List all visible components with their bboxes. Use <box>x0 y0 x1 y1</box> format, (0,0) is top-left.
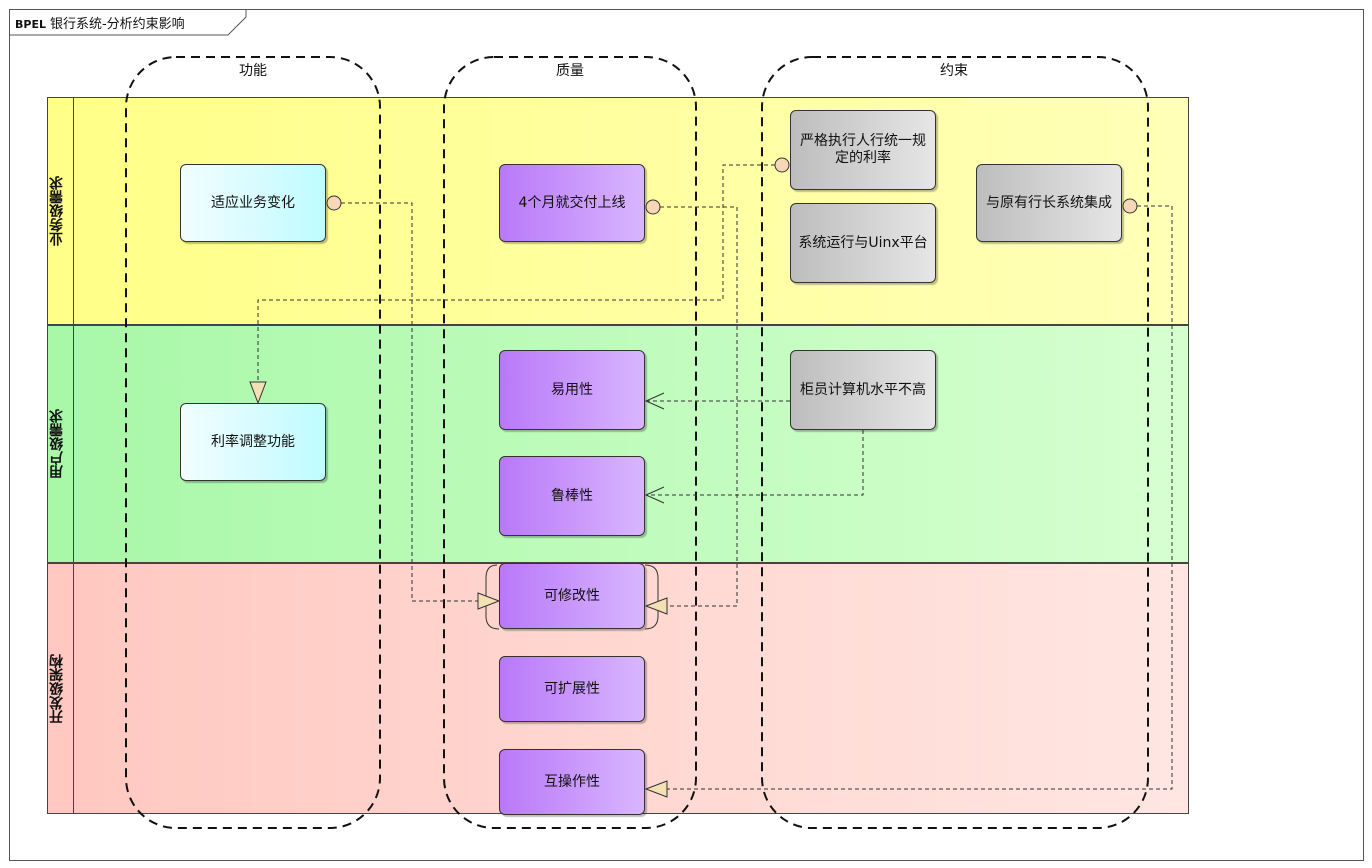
column-label-quality: 质量 <box>556 63 584 79</box>
connector-teller-to-robustness <box>646 430 864 496</box>
port-adapt-business <box>326 195 342 211</box>
node-unix-platform[interactable]: 系统运行与Uinx平台 <box>790 203 936 283</box>
node-interoperability[interactable]: 互操作性 <box>499 749 645 815</box>
group-constraint-boundary <box>761 56 1149 829</box>
group-function-boundary <box>125 56 381 829</box>
column-label-constraint: 约束 <box>940 63 968 79</box>
node-modifiability[interactable]: 可修改性 <box>499 563 645 629</box>
connector-deliver-to-modifiability <box>660 206 738 607</box>
node-usability[interactable]: 易用性 <box>499 350 645 430</box>
node-integrate-legacy[interactable]: 与原有行长系统集成 <box>976 164 1122 242</box>
connector-integrate-to-interop <box>667 205 1173 790</box>
node-interest-adjust[interactable]: 利率调整功能 <box>180 403 326 481</box>
node-deliver-4-months[interactable]: 4个月就交付上线 <box>499 164 645 242</box>
lane-dev-header: 开发级架构 <box>48 564 74 813</box>
connector-adapt-to-modifiability <box>341 202 478 602</box>
arrow-into-modifiability-left <box>477 592 501 610</box>
group-quality-boundary <box>443 56 697 829</box>
title-tab-shape <box>9 9 247 36</box>
lane-user-header: 用户级需求 <box>48 326 74 562</box>
arrow-into-interest-adjust <box>249 381 267 405</box>
arrow-into-interoperability <box>644 780 668 798</box>
node-teller-skill[interactable]: 柜员计算机水平不高 <box>790 350 936 430</box>
node-robustness[interactable]: 鲁棒性 <box>499 456 645 536</box>
port-strict-rate <box>774 157 790 173</box>
arrow-into-modifiability-right <box>644 597 668 615</box>
diagram-title-prefix: BPEL <box>15 18 46 31</box>
arrow-into-robustness <box>644 486 665 504</box>
connector-strict-rate-to-interest <box>257 164 775 382</box>
lane-business-header: 业务级需求 <box>48 98 74 324</box>
node-adapt-business[interactable]: 适应业务变化 <box>180 164 326 242</box>
arrow-into-usability <box>644 392 665 410</box>
node-strict-rate[interactable]: 严格执行人行统一规定的利率 <box>790 110 936 190</box>
column-label-function: 功能 <box>239 63 267 79</box>
diagram-title-text: 银行系统-分析约束影响 <box>49 17 185 32</box>
port-integrate-legacy <box>1122 198 1138 214</box>
node-extensibility[interactable]: 可扩展性 <box>499 656 645 722</box>
modifiability-bracket-right <box>644 564 659 630</box>
port-deliver-4-months <box>645 199 661 215</box>
